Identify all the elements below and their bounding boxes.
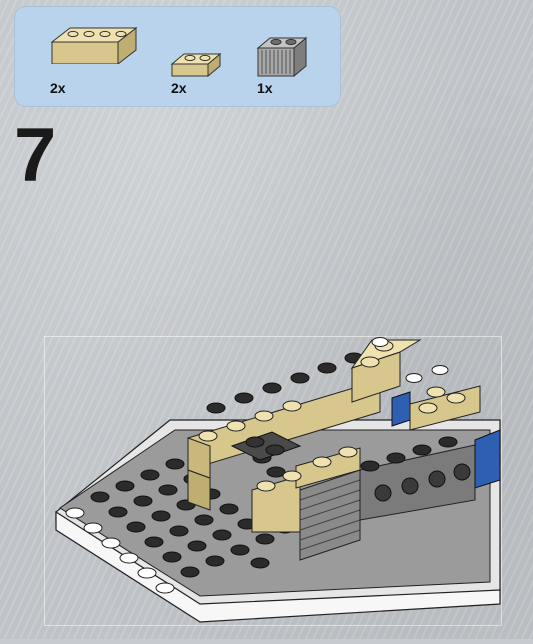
- tan-brick-1x4-icon: [48, 20, 138, 64]
- brick-quantity: 2x: [50, 80, 66, 96]
- gray-grille-1x2-icon: [256, 32, 308, 80]
- tan-plate-1x2-icon: [170, 46, 222, 78]
- plate-quantity: 2x: [171, 80, 187, 96]
- parts-list-panel: 2x 2x: [14, 6, 341, 107]
- grille-quantity: 1x: [257, 80, 273, 96]
- step-number: 7: [14, 113, 57, 198]
- model-frame: [44, 336, 502, 626]
